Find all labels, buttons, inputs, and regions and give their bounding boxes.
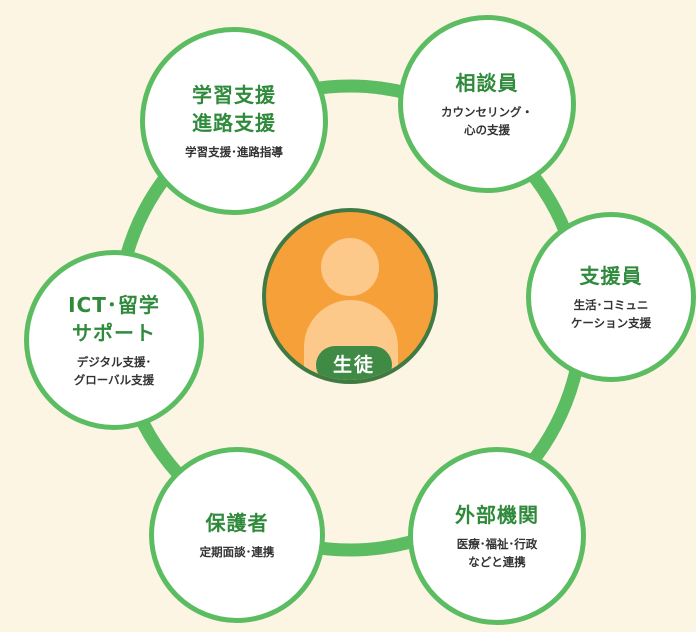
student-label: 生徒: [316, 346, 392, 380]
node-support-staff: 支援員 生活･コミュニ ケーション支援: [526, 212, 696, 382]
node-title: 支援員: [579, 264, 643, 288]
node-description: 生活･コミュニ ケーション支援: [570, 298, 652, 330]
node-guardians: 保護者 定期面談･連携: [149, 447, 325, 623]
node-counselor: 相談員 カウンセリング・ 心の支援: [398, 15, 576, 193]
node-description: 学習支援･進路指導: [185, 145, 283, 159]
node-academic-career-support: 学習支援 進路支援 学習支援･進路指導: [140, 27, 328, 215]
node-description: 定期面談･連携: [199, 545, 275, 559]
node-description: 医療･福祉･行政 などと連携: [456, 537, 538, 569]
node-description: カウンセリング・ 心の支援: [441, 105, 533, 137]
node-title: 保護者: [205, 511, 269, 535]
node-description: デジタル支援･ グローバル支援: [73, 355, 155, 387]
node-title: ICT･留学 サポート: [68, 293, 160, 345]
node-title: 相談員: [455, 71, 519, 95]
node-title: 外部機関: [455, 503, 539, 527]
node-title: 学習支援 進路支援: [192, 83, 276, 135]
person-head-icon: [321, 238, 379, 296]
node-external-agencies: 外部機関 医療･福祉･行政 などと連携: [408, 447, 586, 625]
node-ict-study-abroad: ICT･留学 サポート デジタル支援･ グローバル支援: [24, 250, 204, 430]
student-center: 生徒: [262, 208, 438, 384]
